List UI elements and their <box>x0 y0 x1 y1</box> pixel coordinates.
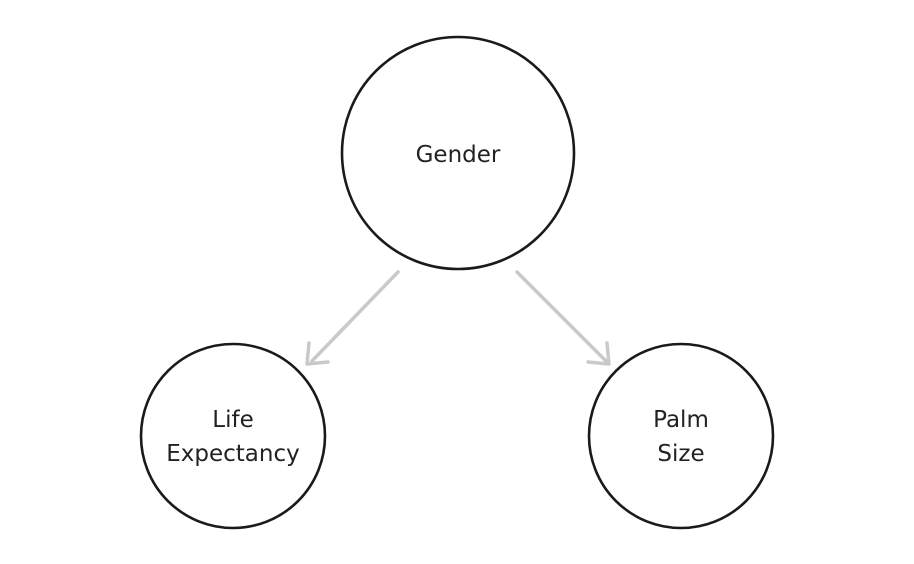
node-circle <box>587 342 775 530</box>
arrow-head <box>305 341 330 366</box>
node-label: Gender <box>416 142 501 168</box>
node-circle <box>139 342 327 530</box>
node-label-line-2: Size <box>657 441 704 467</box>
node-circle <box>340 35 576 271</box>
arrow-shaft <box>310 270 400 363</box>
arrow-head <box>586 341 611 366</box>
edge-gender-to-life-expectancy <box>305 270 400 366</box>
node-label-line-2: Expectancy <box>166 441 300 467</box>
node-palm-size: Palm Size <box>587 342 775 530</box>
arrow-shaft <box>515 270 608 363</box>
node-label-line-1: Palm <box>653 407 709 433</box>
node-label-line-1: Life <box>212 407 253 433</box>
node-life-expectancy: Life Expectancy <box>139 342 327 530</box>
node-gender: Gender <box>340 35 576 271</box>
edge-gender-to-palm-size <box>515 270 611 366</box>
